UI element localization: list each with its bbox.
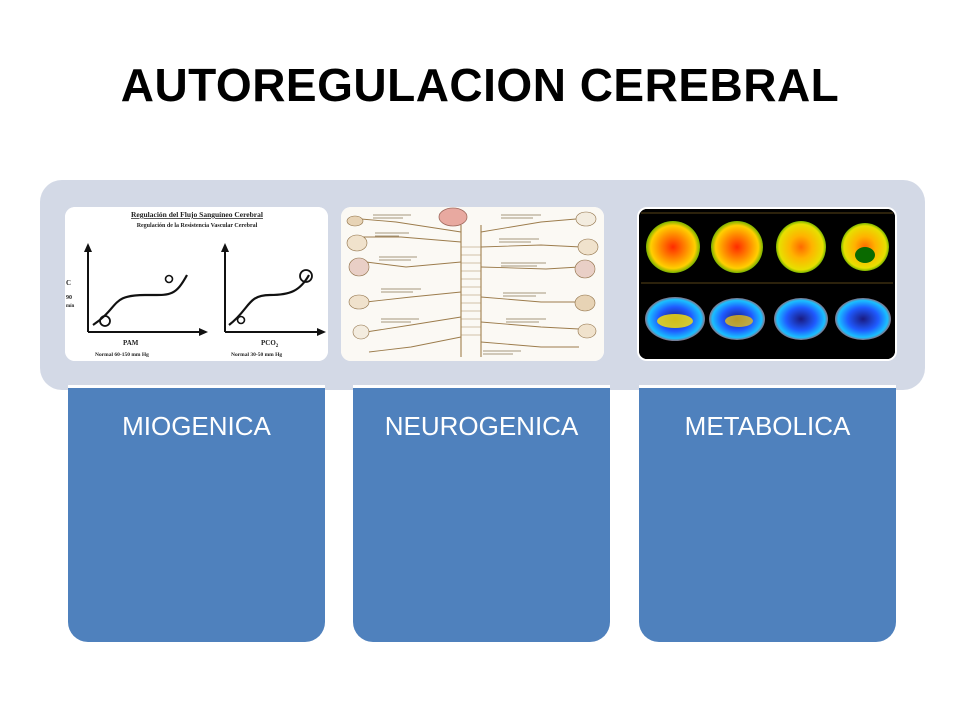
brain-scans bbox=[639, 209, 895, 359]
thumbnail-nervous-system-diagram bbox=[341, 207, 604, 361]
side-mark-min: mín bbox=[66, 304, 75, 309]
card-neurogenica: NEUROGENICA bbox=[353, 385, 610, 642]
left-x-arrow bbox=[199, 328, 208, 336]
card-label-miogenica: MIOGENICA bbox=[122, 411, 271, 441]
right-axis-label: PCO2 bbox=[261, 339, 279, 349]
right-range-label: Normal 30-50 mm Hg bbox=[231, 352, 282, 358]
graph-subtitle: Regulación de la Resistencia Vascular Ce… bbox=[137, 223, 258, 229]
right-low-marker bbox=[236, 315, 246, 325]
annotation-lines bbox=[373, 214, 546, 355]
left-range-label: Normal 60-150 mm Hg bbox=[95, 352, 149, 358]
left-high-marker bbox=[164, 274, 174, 284]
nerve-branches bbox=[360, 218, 582, 353]
brain-illustration bbox=[438, 207, 468, 227]
left-chart-axes bbox=[87, 247, 203, 333]
side-mark-90: 90 bbox=[66, 295, 72, 301]
right-y-arrow bbox=[221, 243, 229, 252]
side-mark-c: C bbox=[66, 279, 71, 287]
right-x-arrow bbox=[317, 328, 326, 336]
myogenic-graph: Regulación del Flujo Sanguíneo Cerebral … bbox=[65, 207, 328, 361]
left-axis-label: PAM bbox=[123, 339, 139, 347]
axial-scans bbox=[646, 221, 889, 273]
ganglia-rungs bbox=[461, 246, 481, 336]
card-label-neurogenica: NEUROGENICA bbox=[384, 411, 579, 441]
card-label-metabolica: METABOLICA bbox=[684, 411, 851, 441]
left-low-marker bbox=[99, 315, 111, 327]
autonomic-diagram bbox=[341, 207, 604, 361]
sagittal-scans bbox=[645, 297, 891, 341]
card-metabolica: METABOLICA bbox=[639, 385, 896, 642]
thumbnail-brain-scans bbox=[637, 207, 897, 361]
right-curve bbox=[228, 274, 310, 326]
slide-title: AUTOREGULACION CEREBRAL bbox=[120, 59, 840, 111]
left-curve bbox=[92, 274, 188, 326]
organ-illustrations bbox=[346, 211, 599, 340]
scan-frame-lines bbox=[641, 212, 893, 284]
thumbnail-myogenic-graph: Regulación del Flujo Sanguíneo Cerebral … bbox=[65, 207, 328, 361]
graph-title: Regulación del Flujo Sanguíneo Cerebral bbox=[131, 210, 263, 219]
left-y-arrow bbox=[84, 243, 92, 252]
card-miogenica: MIOGENICA bbox=[68, 385, 325, 642]
right-chart-axes bbox=[224, 247, 321, 333]
right-high-marker bbox=[299, 269, 313, 283]
